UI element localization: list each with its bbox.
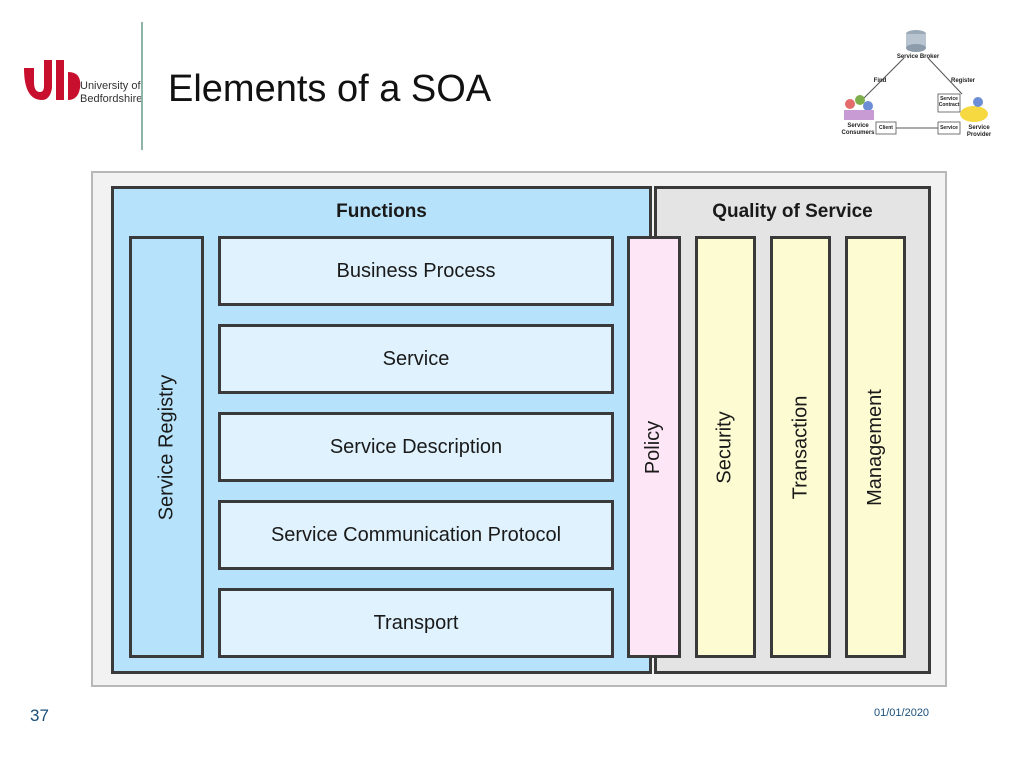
layer-service-communication-protocol: Service Communication Protocol — [218, 500, 614, 570]
slide-date: 01/01/2020 — [874, 707, 930, 719]
mini-contract-line1: Service — [940, 96, 958, 102]
mini-consumers-line1: Service — [847, 123, 869, 129]
qos-item-label: Management — [864, 388, 886, 506]
qos-management-box: Management — [845, 236, 906, 658]
service-registry-box: Service Registry — [129, 236, 204, 658]
layer-service-description: Service Description — [218, 412, 614, 482]
layer-business-process: Business Process — [218, 236, 614, 306]
page-title: Elements of a SOA — [168, 68, 492, 110]
mini-contract-label: Service Contract — [938, 96, 960, 108]
page-number: 37 — [30, 706, 49, 725]
logo-text-line2: Bedfordshire — [80, 93, 143, 105]
layer-label: Service Description — [329, 435, 503, 458]
layer-transport: Transport — [218, 588, 614, 658]
qos-item-label: Security — [714, 410, 736, 484]
mini-client-label: Client — [879, 125, 893, 131]
mini-service-label: Service — [940, 125, 958, 131]
mini-provider-line2: Provider — [966, 132, 992, 138]
quality-of-service-title: Quality of Service — [712, 201, 873, 222]
layer-label: Transport — [373, 611, 459, 634]
mini-provider-label: Service Provider — [962, 125, 996, 139]
layer-service: Service — [218, 324, 614, 394]
policy-box: Policy — [627, 236, 681, 658]
mini-consumers-label: Service Consumers — [840, 123, 876, 137]
layer-label: Service Communication Protocol — [270, 523, 562, 546]
soa-triangle-diagram: Service Broker Find Register Service Con… — [838, 24, 998, 148]
logo-text-line1: University of — [80, 80, 141, 92]
mini-contract-line2: Contract — [938, 102, 960, 108]
mini-find-label: Find — [873, 78, 887, 84]
qos-security-box: Security — [695, 236, 756, 658]
service-registry-label: Service Registry — [155, 374, 178, 520]
policy-label: Policy — [642, 420, 665, 474]
mini-consumers-line2: Consumers — [841, 130, 875, 136]
logo-text: University of Bedfordshire — [80, 80, 150, 106]
functions-title: Functions — [336, 201, 427, 222]
soa-triangle-lines — [844, 30, 988, 135]
header-divider — [141, 22, 143, 150]
layer-label: Business Process — [336, 259, 496, 282]
mini-broker-label: Service Broker — [896, 54, 940, 60]
layer-label: Service — [382, 347, 450, 370]
qos-item-label: Transaction — [789, 395, 811, 499]
university-logo-icon — [24, 60, 81, 100]
mini-provider-line1: Service — [968, 125, 990, 131]
mini-register-label: Register — [950, 78, 975, 84]
qos-transaction-box: Transaction — [770, 236, 831, 658]
